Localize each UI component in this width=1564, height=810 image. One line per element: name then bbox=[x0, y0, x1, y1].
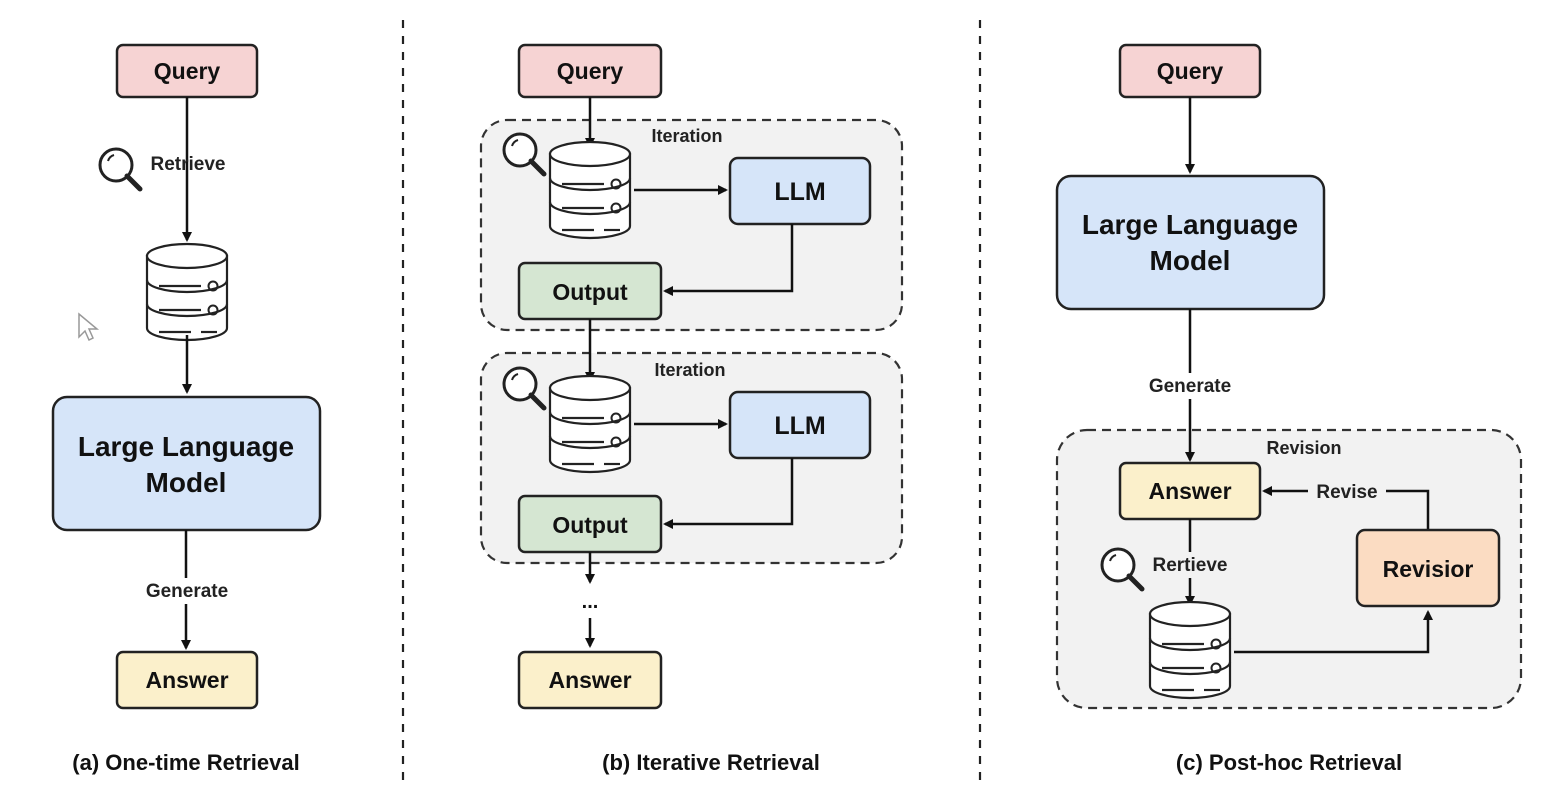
b-iteration1-label: Iteration bbox=[651, 126, 722, 146]
database-icon bbox=[145, 242, 229, 342]
b-ellipsis: ... bbox=[582, 591, 599, 613]
c-revision-label: Revision bbox=[1266, 438, 1341, 458]
b-caption: (b) Iterative Retrieval bbox=[602, 750, 820, 775]
b-iteration2-label: Iteration bbox=[654, 360, 725, 380]
b-answer-node bbox=[517, 650, 663, 710]
c-caption: (c) Post-hoc Retrieval bbox=[1176, 750, 1402, 775]
mouse-pointer-icon bbox=[78, 312, 100, 342]
c-answer-label: Answer bbox=[1148, 478, 1231, 504]
c-generate-label-bg bbox=[1138, 373, 1242, 399]
c-llm-label-line1: Large Language bbox=[1082, 209, 1298, 240]
b-output1-label: Output bbox=[552, 279, 628, 305]
database-icon bbox=[548, 374, 632, 474]
c-revise-label: Revise bbox=[1316, 482, 1377, 503]
b-query-label: Query bbox=[557, 58, 624, 84]
b-llm2-node bbox=[728, 390, 872, 460]
c-revisor-node bbox=[1355, 528, 1501, 608]
a-retrieve-label: Retrieve bbox=[151, 154, 226, 175]
a-query-label: Query bbox=[154, 58, 221, 84]
database-icon bbox=[1148, 600, 1232, 700]
b-llm1-label: LLM bbox=[774, 178, 825, 206]
a-answer-node bbox=[115, 650, 259, 710]
a-answer-label: Answer bbox=[145, 667, 228, 693]
c-edge-db-revisor bbox=[1234, 610, 1433, 654]
c-query-label: Query bbox=[1157, 58, 1224, 84]
database-icon bbox=[548, 140, 632, 240]
c-retrieve-label: Rertieve bbox=[1153, 555, 1228, 576]
a-generate-label-bg bbox=[136, 578, 238, 604]
c-llm-label-line2: Model bbox=[1150, 245, 1231, 276]
b-edge-llm2-output2 bbox=[663, 458, 794, 529]
b-llm2-label: LLM bbox=[774, 412, 825, 440]
a-generate-label: Generate bbox=[146, 581, 228, 602]
panel-one-time-retrieval: Query Retrieve Large Language Model Gene… bbox=[51, 43, 322, 775]
c-generate-label: Generate bbox=[1149, 376, 1231, 397]
c-revisor-label: Revisior bbox=[1383, 556, 1474, 582]
a-caption: (a) One-time Retrieval bbox=[72, 750, 299, 775]
b-answer-label: Answer bbox=[548, 667, 631, 693]
magnifier-icon bbox=[100, 149, 140, 189]
c-retrieve-label-bg bbox=[1144, 552, 1236, 578]
b-edge-llm1-output1 bbox=[663, 224, 794, 296]
panel-iterative-retrieval: Query Iteration LLM Output Iteration LLM… bbox=[479, 43, 904, 775]
c-llm-node bbox=[1055, 174, 1326, 311]
panel-post-hoc-retrieval: Query Large Language Model Revision Gene… bbox=[1055, 43, 1523, 775]
a-llm-node bbox=[51, 395, 322, 532]
a-llm-label-line2: Model bbox=[146, 467, 227, 498]
a-llm-label-line1: Large Language bbox=[78, 431, 294, 462]
b-output2-label: Output bbox=[552, 512, 628, 538]
b-llm1-node bbox=[728, 156, 872, 226]
c-revise-label-bg bbox=[1308, 480, 1386, 504]
